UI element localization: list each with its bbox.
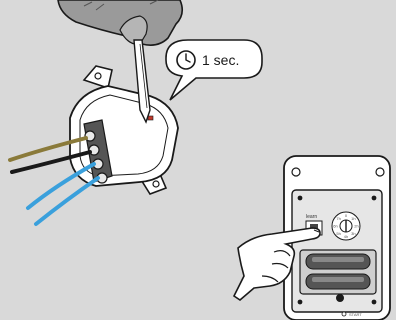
- dial-label: 6h: [333, 224, 337, 229]
- dial-label: 7h: [336, 216, 340, 221]
- callout-bubble: 1 sec.: [166, 40, 262, 100]
- dial-label: 1h: [351, 216, 355, 221]
- duration-label: 1 sec.: [202, 52, 239, 68]
- learn-label: learn: [306, 214, 317, 220]
- dial-label: 5h: [336, 231, 340, 236]
- clock-icon: [177, 51, 195, 69]
- blue-wire-2: [36, 178, 98, 224]
- switch-module: [70, 66, 178, 194]
- dial-label: 2h: [354, 224, 358, 229]
- dial-label: 3h: [351, 231, 355, 236]
- battery-compartment: [300, 250, 376, 294]
- start-label: START: [349, 312, 362, 317]
- status-led: [148, 116, 153, 120]
- dial-label: 4h: [344, 234, 348, 239]
